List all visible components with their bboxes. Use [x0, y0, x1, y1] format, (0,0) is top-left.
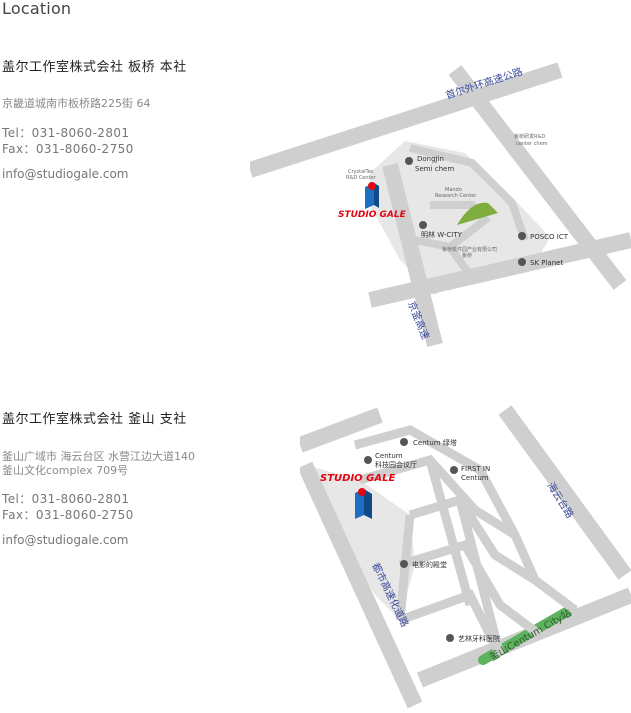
map-pangyo[interactable]: 首尔外环高速公路 京釜高速 STUDIO GALE DongJin Semi c…: [250, 55, 631, 355]
place-label: Mando: [445, 187, 462, 193]
place-label: DongJin: [417, 155, 444, 163]
map-road: [300, 461, 423, 709]
map-street: [408, 494, 538, 584]
map-marker: [518, 258, 526, 266]
place-label: 板桥软件园产业有限公司: [442, 246, 497, 253]
map-road: [498, 405, 631, 580]
page-title: Location: [2, 0, 72, 18]
map-marker: [405, 157, 413, 165]
office-address-busan: 釜山广域市 海云台区 水营江边大道140 釜山文化complex 709号: [2, 450, 195, 478]
map-area: [305, 465, 415, 620]
map-marker: [400, 438, 408, 446]
map-street: [358, 454, 518, 539]
studio-gale-building: [365, 182, 379, 209]
location-pin-icon: [358, 488, 366, 496]
map-marker: [400, 560, 408, 568]
office-contact-pangyo: Tel：031-8060-2801 Fax：031-8060-2750: [2, 125, 134, 157]
studio-gale-logo: STUDIO GALE: [338, 210, 407, 220]
place-label: Semi chem: [415, 165, 454, 173]
location-pin-icon: [368, 182, 376, 190]
address-line: 釜山广域市 海云台区 水营江边大道140: [2, 450, 195, 463]
tel-text: Tel：031-8060-2801: [2, 492, 130, 506]
map-road-inner: [414, 201, 491, 252]
map-marker: [419, 221, 427, 229]
place-label: Research Center: [435, 193, 477, 199]
map-road: [382, 163, 443, 347]
place-label: 艺林牙科医院: [458, 634, 500, 643]
office-name-busan: 盖尔工作室株式会社 釜山 支社: [2, 412, 187, 427]
place-label: Centum: [375, 452, 403, 460]
office-name-pangyo: 盖尔工作室株式会社 板桥 本社: [2, 60, 187, 75]
place-label: 板桥研发R&D: [514, 133, 545, 140]
place-label: 科技园会议厅: [375, 460, 417, 469]
map-busan[interactable]: 海云台路 都市高速化道路 釜山Centum City站 STUDIO GALE …: [300, 405, 631, 713]
office-contact-busan: Tel：031-8060-2801 Fax：031-8060-2750: [2, 491, 134, 523]
address-line: 京畿道城南市板桥路225街 64: [2, 97, 151, 110]
studio-gale-building: [355, 488, 372, 519]
place-label: center chem: [516, 141, 548, 147]
map-road: [250, 62, 563, 178]
fax-text: Fax：031-8060-2750: [2, 508, 134, 522]
office-address-pangyo: 京畿道城南市板桥路225街 64: [2, 97, 151, 111]
map-road: [300, 407, 383, 453]
map-road-inner: [409, 144, 529, 242]
place-label: SK Planet: [530, 259, 563, 267]
tel-text: Tel：031-8060-2801: [2, 126, 130, 140]
place-label: R&D Center: [346, 175, 377, 181]
fax-text: Fax：031-8060-2750: [2, 142, 134, 156]
map-marker: [518, 232, 526, 240]
map-marker: [446, 634, 454, 642]
map-street: [455, 498, 505, 657]
map-street: [425, 458, 475, 607]
place-label: 板桥: [462, 252, 472, 259]
map-road-inner: [446, 244, 474, 278]
place-label: 电影的殿堂: [412, 560, 447, 569]
address-line: 釜山文化complex 709号: [2, 464, 129, 477]
studio-gale-logo: STUDIO GALE: [320, 473, 395, 484]
place-label: POSCO ICT: [530, 233, 569, 241]
map-marker: [364, 456, 372, 464]
place-label: Centum: [461, 474, 489, 482]
map-street: [353, 425, 578, 614]
email-link-pangyo[interactable]: info@studiogale.com: [2, 167, 129, 181]
place-label: Centum 绿塔: [413, 438, 457, 447]
email-link-busan[interactable]: info@studiogale.com: [2, 533, 129, 547]
place-label: FIRST IN: [461, 465, 490, 473]
map-park: [457, 202, 498, 225]
place-label: CrystalTec: [348, 169, 374, 175]
map-marker: [450, 466, 458, 474]
place-label: 明林 W-CITY: [421, 230, 463, 239]
